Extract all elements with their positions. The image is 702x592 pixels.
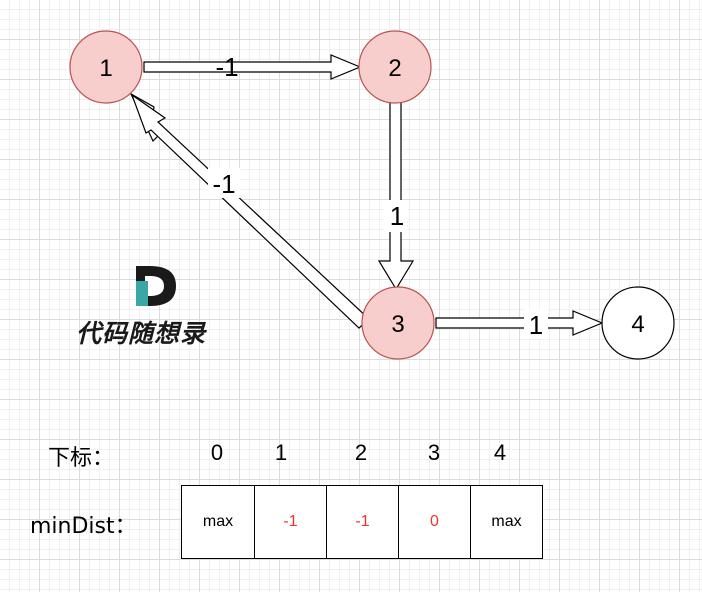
array-cell: 0 <box>398 486 470 558</box>
logo-wordmark: 代码随想录 <box>76 319 207 348</box>
index-label: 4 <box>493 440 507 465</box>
node-1: 1 <box>69 30 143 104</box>
node-2: 2 <box>358 30 432 104</box>
edge-3-4-weight: 1 <box>529 310 543 340</box>
index-label: 1 <box>274 440 288 465</box>
node-4: 4 <box>601 286 675 360</box>
array-cell: -1 <box>254 486 326 558</box>
logo-d-icon <box>136 266 176 306</box>
index-label: 0 <box>210 440 224 465</box>
node-4-label: 4 <box>631 311 644 338</box>
index-label: 2 <box>354 440 368 465</box>
node-3: 3 <box>361 286 435 360</box>
index-title: 下标： <box>48 446 115 471</box>
array-cell: max <box>202 513 234 530</box>
edge-3-1-weight: -1 <box>212 169 235 199</box>
edge-1-2: -1 <box>143 52 362 82</box>
node-1-label: 1 <box>99 55 112 82</box>
node-3-label: 3 <box>391 311 404 338</box>
index-label: 3 <box>427 440 441 465</box>
mindist-array: max -1 -1 0 max <box>181 485 543 559</box>
edge-1-2-weight: -1 <box>215 52 238 82</box>
graph-canvas: -1 1 -1 1 1 2 3 4 <box>69 30 675 360</box>
edge-2-3-weight: 1 <box>390 201 404 231</box>
array-title: minDist： <box>30 514 137 539</box>
array-cell: -1 <box>326 486 398 558</box>
array-cell: max <box>470 486 542 558</box>
edge-3-4: 1 <box>435 309 604 340</box>
node-2-label: 2 <box>388 55 401 82</box>
edge-2-3: 1 <box>377 101 415 291</box>
edge-3-1: -1 <box>129 92 370 329</box>
